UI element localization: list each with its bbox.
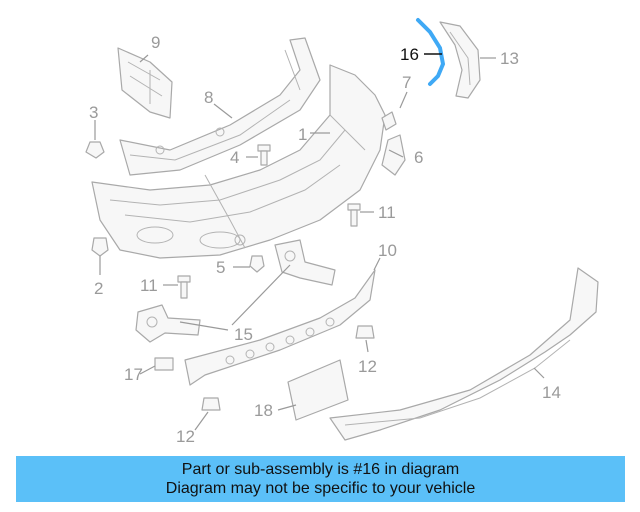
callout-7: 7 [402,73,411,92]
callout-4: 4 [230,148,239,167]
callout-12-lower: 12 [176,427,195,446]
callout-6: 6 [414,148,423,167]
part-1-bumper-cover[interactable] [91,64,386,259]
part-8-energy-absorber[interactable] [119,37,321,176]
leader-lines [94,53,545,431]
callout-1: 1 [298,125,307,144]
part-11-bolt-upper[interactable] [347,203,361,227]
part-5-pin[interactable] [249,255,265,273]
callout-12-upper: 12 [358,357,377,376]
callout-17: 14 [542,383,561,402]
callout-18: 18 [254,401,273,420]
callout-11-lower: 11 [140,276,158,295]
callout-14: 17 [124,365,143,384]
part-4-screw[interactable] [257,144,271,166]
part-17-lower-valance[interactable] [329,267,599,441]
callout-15: 13 [500,49,519,68]
part-12-nut-upper[interactable] [355,325,375,339]
callout-16: 16 [400,45,419,64]
part-9-bracket[interactable] [117,47,173,119]
banner-line-2: Diagram may not be specific to your vehi… [165,480,476,497]
parts-diagram: 9 8 1 3 4 6 7 13 16 11 2 5 11 10 15 12 1… [85,18,599,446]
part-16-bracket[interactable] [416,18,446,86]
part-11-bolt-lower[interactable] [177,275,191,299]
part-13-socket-left[interactable] [135,304,201,343]
part-18-plate-bracket[interactable] [287,359,349,421]
part-12-nut-lower[interactable] [201,397,221,411]
part-15-side-bracket[interactable] [439,21,481,99]
part-10-impact-bar[interactable] [184,269,376,386]
part-2-stud[interactable] [91,237,109,257]
banner-line-1: Part or sub-assembly is #16 in diagram [181,461,460,478]
callout-2: 2 [94,279,103,298]
info-banner: Part or sub-assembly is #16 in diagram D… [16,456,625,502]
part-14-bolt[interactable] [154,357,174,371]
part-13-socket-right[interactable] [274,239,336,286]
callout-10: 10 [378,241,397,260]
part-3-push-pin[interactable] [85,141,105,159]
callout-3: 3 [89,103,98,122]
callout-13: 15 [234,325,253,344]
callout-5: 5 [216,258,225,277]
part-7-clip[interactable] [381,111,397,131]
callout-8: 8 [204,88,213,107]
callout-9: 9 [151,33,160,52]
callout-11-upper: 11 [378,203,396,222]
part-6-tow-cover[interactable] [381,134,406,176]
